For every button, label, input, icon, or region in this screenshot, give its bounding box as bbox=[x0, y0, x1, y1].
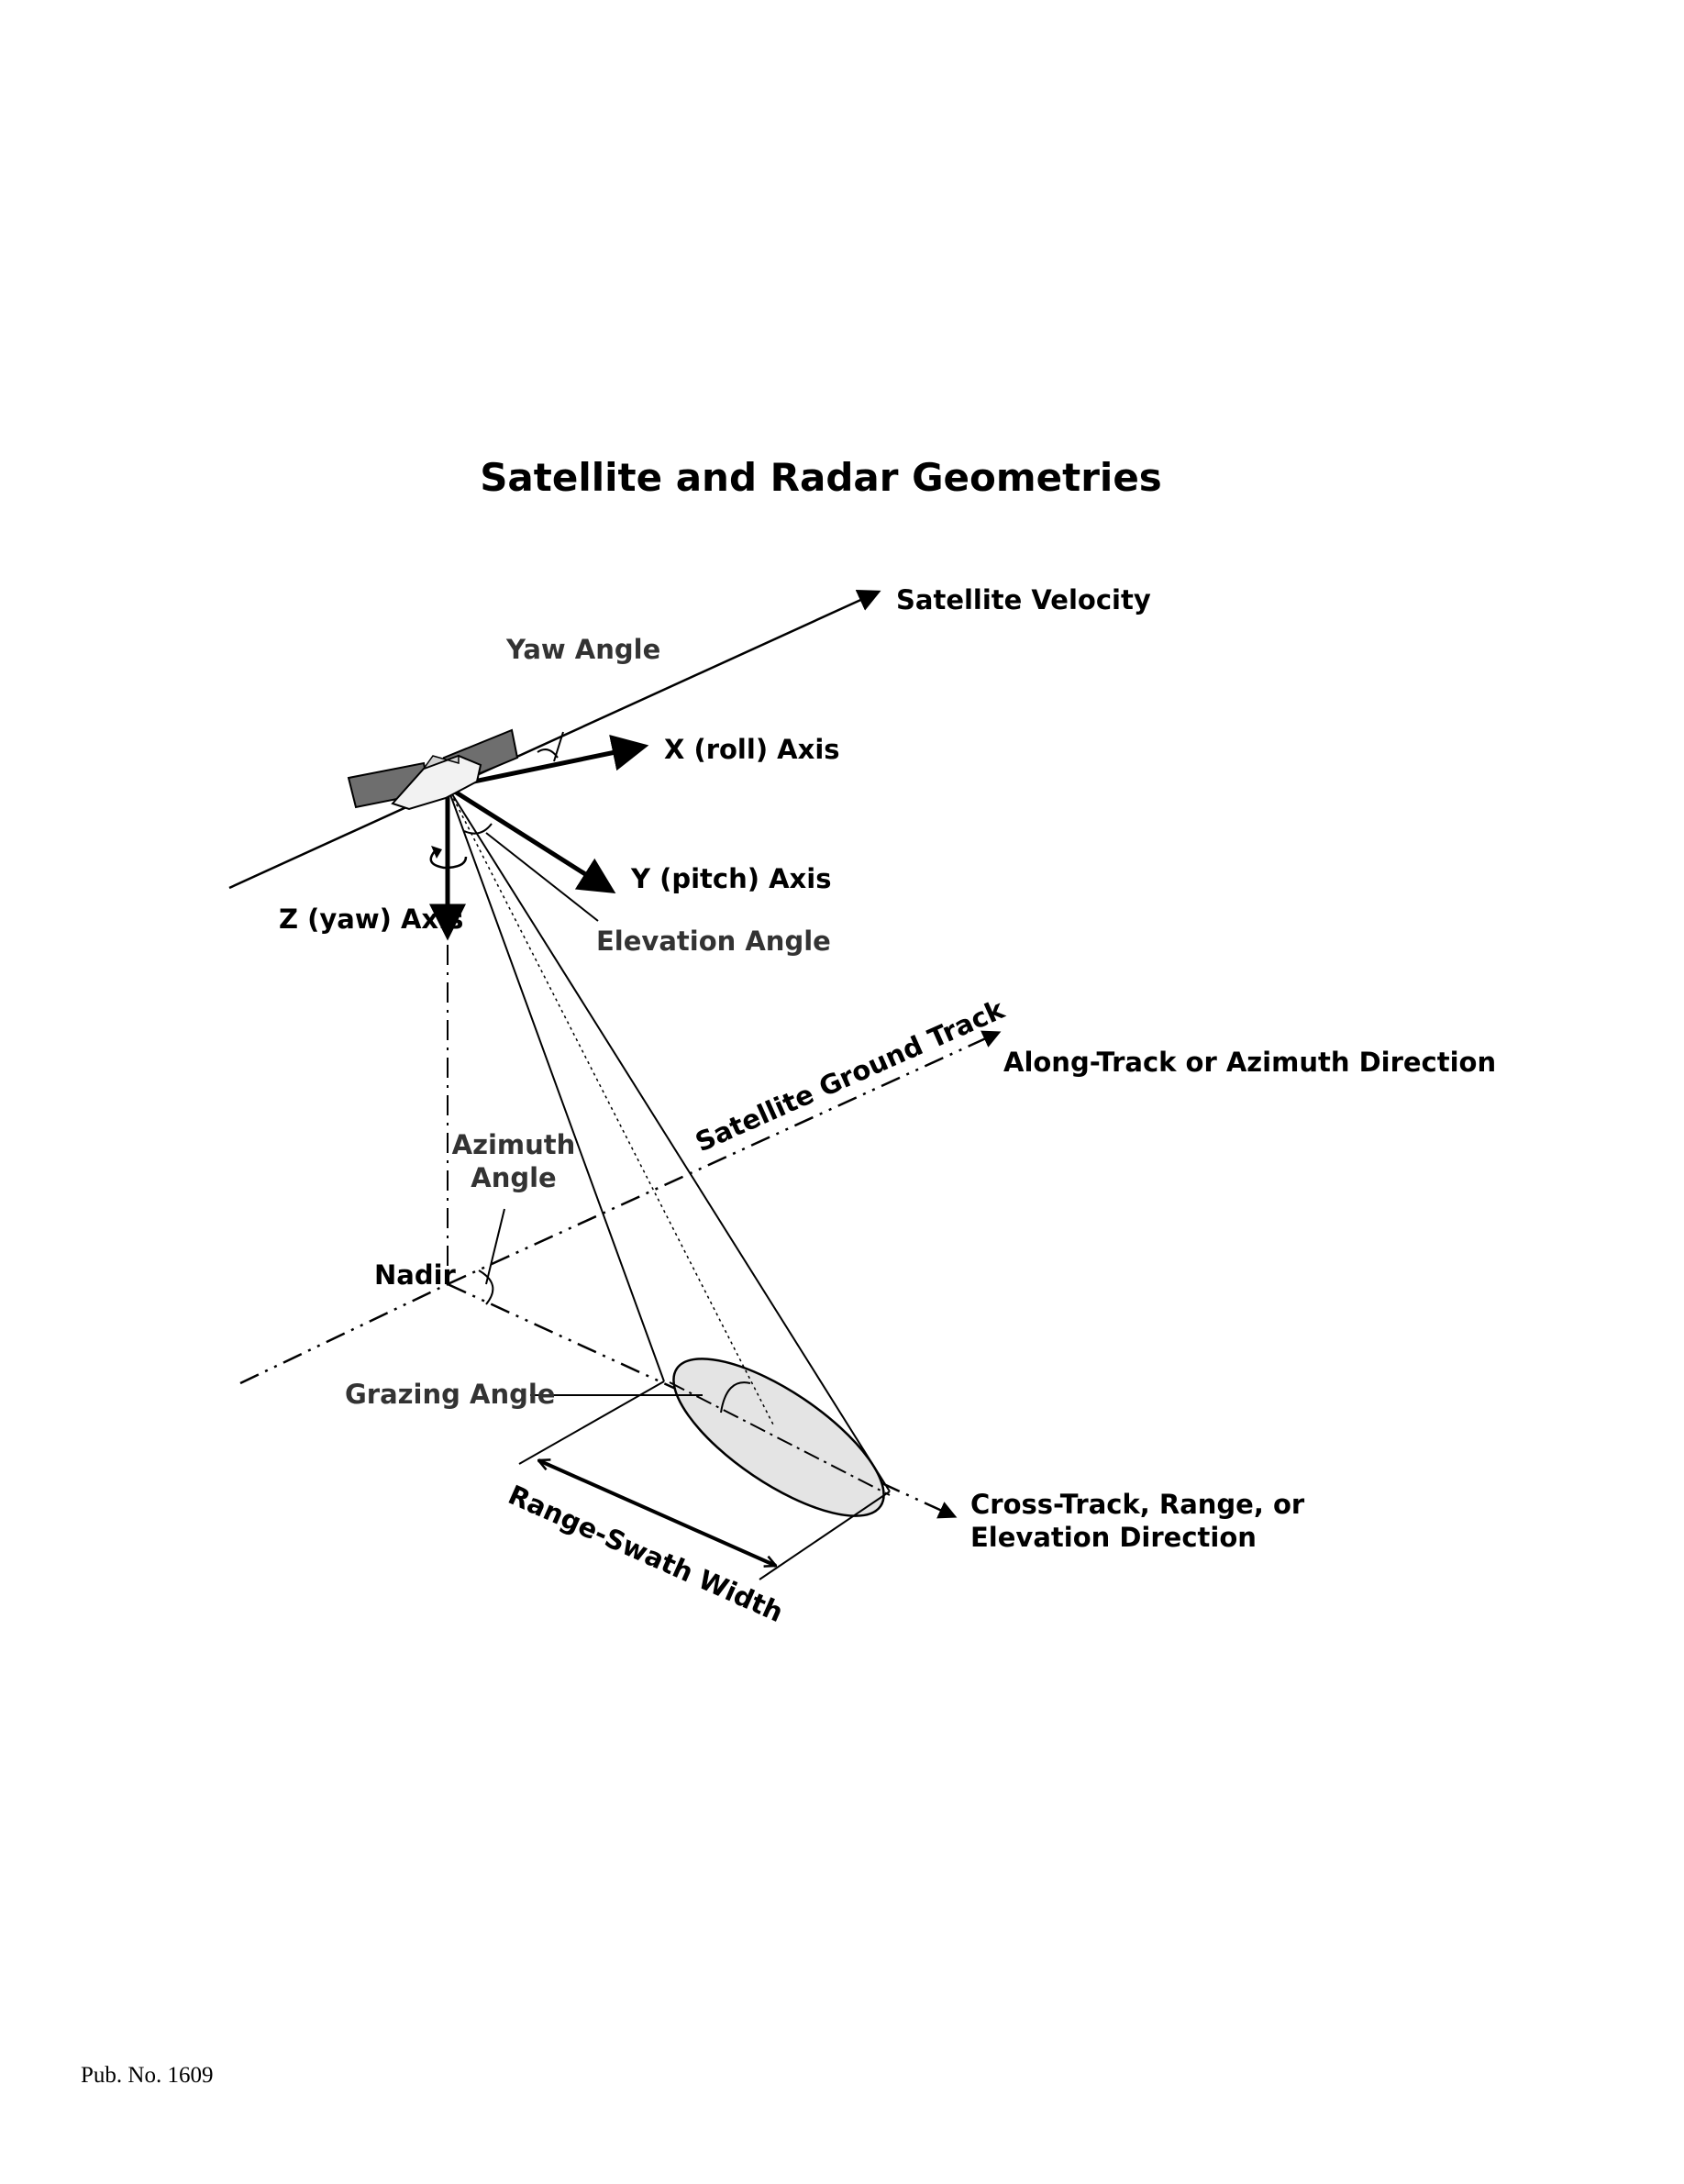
elevation-angle-label: Elevation Angle bbox=[596, 926, 831, 957]
swath-extension-far bbox=[759, 1491, 891, 1580]
cross-track-label-line2: Elevation Direction bbox=[970, 1522, 1257, 1553]
swath-extension-near bbox=[518, 1380, 665, 1465]
ground-track-line bbox=[447, 1030, 1002, 1286]
yaw-angle-leader bbox=[553, 731, 564, 762]
azimuth-angle-label-line1: Azimuth bbox=[452, 1129, 576, 1160]
grazing-angle-label: Grazing Angle bbox=[345, 1379, 555, 1410]
publication-number: Pub. No. 1609 bbox=[81, 2063, 213, 2088]
elevation-angle-arc bbox=[463, 823, 493, 835]
azimuth-angle-arc bbox=[478, 1269, 494, 1305]
nadir-label: Nadir bbox=[374, 1259, 457, 1291]
cross-track-line bbox=[239, 1282, 449, 1385]
x-axis-label: X (roll) Axis bbox=[664, 734, 840, 765]
ground-track-label: Satellite Ground Track bbox=[691, 993, 1010, 1159]
along-track-label: Along-Track or Azimuth Direction bbox=[1003, 1047, 1496, 1078]
cross-track-label-line1: Cross-Track, Range, or bbox=[970, 1489, 1305, 1520]
y-pitch-axis bbox=[446, 784, 616, 894]
beam-near-edge bbox=[447, 786, 665, 1382]
y-axis-label: Y (pitch) Axis bbox=[630, 863, 831, 894]
elevation-angle-leader bbox=[485, 832, 599, 922]
grazing-angle-arc bbox=[720, 1381, 751, 1414]
range-swath-arrow bbox=[538, 1460, 776, 1566]
z-axis-label: Z (yaw) Axis bbox=[279, 904, 463, 935]
azimuth-angle-label-line2: Angle bbox=[471, 1162, 556, 1193]
satellite-velocity-line bbox=[228, 589, 881, 890]
yaw-rotation-icon bbox=[429, 850, 468, 870]
satellite-velocity-label: Satellite Velocity bbox=[896, 584, 1151, 615]
footprint-centerline bbox=[669, 1381, 891, 1496]
diagram-title: Satellite and Radar Geometries bbox=[480, 455, 1162, 500]
beam-far-edge bbox=[447, 786, 891, 1492]
satellite-icon bbox=[347, 728, 519, 811]
x-roll-axis bbox=[447, 735, 649, 790]
beam-center bbox=[447, 786, 775, 1427]
yaw-angle-label: Yaw Angle bbox=[505, 634, 660, 665]
azimuth-angle-leader bbox=[485, 1208, 505, 1285]
yaw-rotation-arrowhead bbox=[431, 846, 442, 859]
